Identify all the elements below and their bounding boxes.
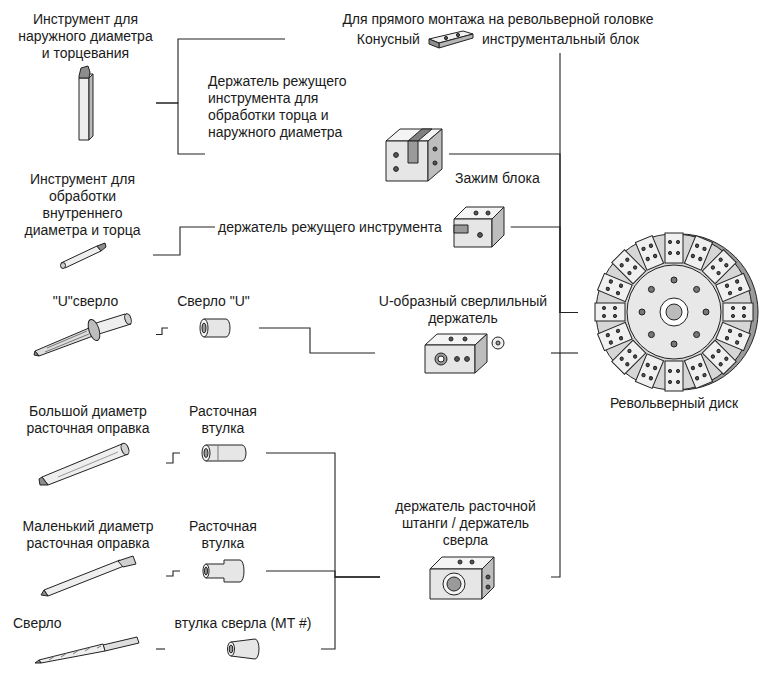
component-label: держатель расточной штанги / держатель с…: [383, 498, 548, 549]
component-label: Сверло: [13, 615, 153, 632]
component-label: Конусный: [357, 31, 420, 48]
component-node: Расточная втулка: [180, 400, 266, 470]
connector-line: [156, 328, 168, 335]
component-label: втулка сверла (MT #): [168, 615, 318, 632]
illustration-instance: [35, 637, 139, 663]
component-label: Инструмент для наружного диаметра и торц…: [18, 11, 153, 62]
illustration-instance: [79, 66, 93, 140]
u-holder-illustration: [421, 329, 506, 377]
connector-line: [156, 103, 205, 154]
connector-line: [153, 227, 215, 255]
component-node: Инструмент для наружного диаметра и торц…: [15, 8, 156, 145]
component-node: Расточная втулка: [180, 515, 266, 591]
component-label: Большой диаметр расточная оправка: [13, 403, 163, 437]
component-label: Расточная втулка: [183, 403, 263, 437]
component-label: Для прямого монтажа на револьверной голо…: [288, 11, 708, 28]
tool-bar-illustration: [66, 64, 106, 142]
component-node: U-образный сверлильный держатель: [375, 290, 551, 380]
component-node: "U"сверло: [15, 290, 156, 360]
bore-sleeve-illustration: [196, 439, 251, 467]
connector-line: [266, 571, 380, 577]
bore-sleeve-2-illustration: [198, 554, 248, 588]
connector-line: [449, 154, 578, 313]
illustration-instance: [430, 557, 494, 599]
component-node: Сверло: [10, 612, 156, 667]
connector-line: [156, 648, 165, 649]
turret-disk-illustration: [581, 230, 767, 395]
connector-line: [259, 328, 375, 353]
component-label: U-образный сверлильный держатель: [378, 293, 548, 327]
component-node: держатель режущего инструмента: [215, 200, 511, 254]
component-node: Для прямого монтажа на револьверной голо…: [285, 8, 711, 53]
component-node: втулка сверла (MT #): [165, 612, 321, 667]
component-label: Расточная втулка: [183, 518, 263, 552]
illustration-instance: [200, 319, 230, 337]
illustration-instance: [595, 233, 758, 391]
big-bar-illustration: [38, 439, 138, 487]
small-bar-illustration: [38, 554, 138, 598]
u-sleeve-illustration: [196, 312, 232, 344]
component-node: держатель расточной штанги / держатель с…: [380, 495, 551, 606]
connector-line: [321, 577, 380, 649]
component-label: Сверло "U": [171, 293, 256, 310]
illustration-instance: [429, 31, 473, 48]
illustration-instance: [386, 129, 442, 181]
id-tool-illustration: [58, 241, 108, 269]
connector-line: [551, 313, 578, 578]
component-label: Револьверный диск: [581, 395, 767, 412]
illustration-instance: [41, 556, 136, 596]
taper-block-illustration: [426, 28, 476, 50]
component-label: Маленький диаметр расточная оправка: [13, 518, 163, 552]
drill-illustration: [33, 634, 143, 664]
illustration-instance: [60, 243, 106, 269]
od-holder-illustration: [381, 123, 446, 185]
component-label: Держатель режущего инструмента для обраб…: [208, 73, 373, 141]
component-label: инструментальный блок: [482, 31, 639, 48]
illustration-instance: [228, 639, 260, 659]
drill-sleeve-illustration: [223, 634, 263, 664]
component-label: Инструмент для обработки внутреннего диа…: [15, 171, 150, 239]
connector-line: [560, 53, 578, 313]
component-node: Сверло "U": [168, 290, 259, 347]
illustration-instance: [425, 334, 504, 373]
component-node: Держатель режущего инструмента для обраб…: [205, 70, 449, 188]
part-label: Зажим блока: [455, 170, 540, 187]
illustration-instance: [202, 445, 246, 461]
bar-holder-illustration: [426, 551, 506, 603]
illustration-instance: [454, 207, 504, 247]
component-node: Инструмент для обработки внутреннего диа…: [12, 168, 153, 272]
component-label: "U"сверло: [18, 293, 153, 310]
connector-line: [166, 571, 180, 576]
component-label: держатель режущего инструмента: [218, 219, 442, 236]
illustration-instance: [203, 560, 244, 582]
connector-line: [266, 453, 380, 577]
tool-holder-illustration: [450, 203, 508, 251]
connector-line: [166, 453, 180, 463]
component-node: Маленький диаметр расточная оправка: [10, 515, 166, 601]
illustration-instance: [39, 442, 130, 485]
connector-line: [551, 352, 578, 353]
illustration-instance: [34, 313, 133, 356]
u-drill-illustration: [31, 312, 141, 357]
component-node: Револьверный диск: [578, 225, 770, 415]
component-node: Большой диаметр расточная оправка: [10, 400, 166, 490]
